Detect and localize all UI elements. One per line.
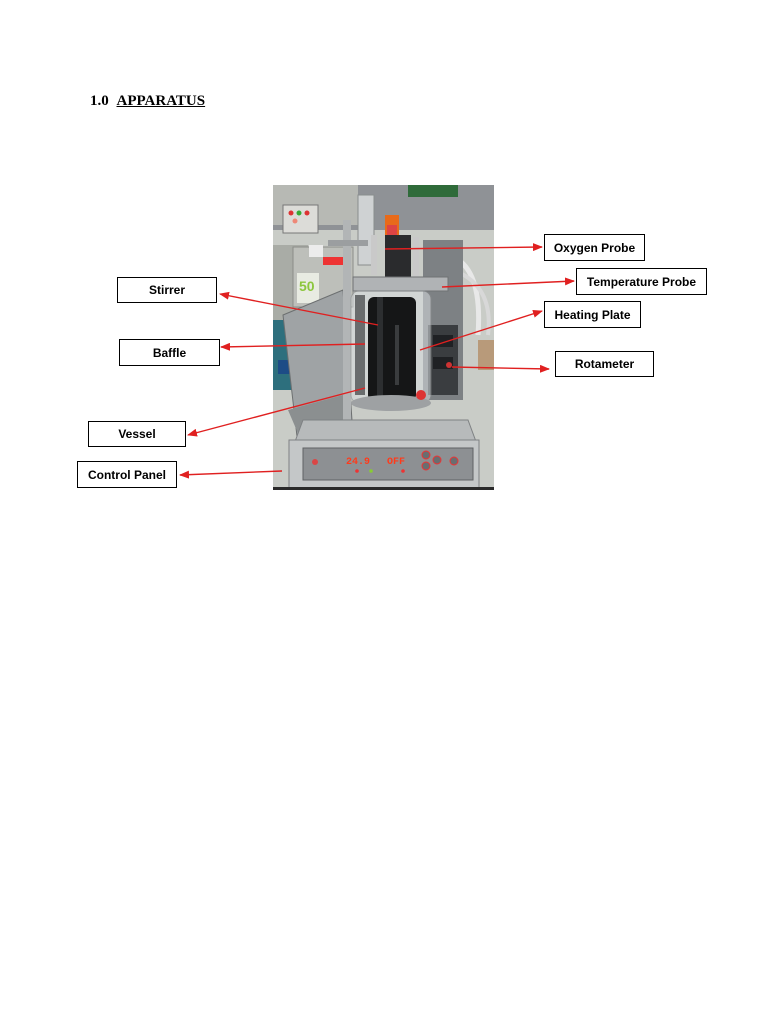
label-rotameter: Rotameter: [555, 351, 654, 377]
bioreactor-photo: 50 24.9 OFF: [273, 185, 494, 490]
label-heating-plate: Heating Plate: [544, 301, 641, 328]
svg-text:50: 50: [299, 278, 315, 294]
arrow-control-panel: [179, 470, 283, 479]
label-baffle: Baffle: [119, 339, 220, 366]
section-number: 1.0: [90, 93, 109, 109]
label-control-panel: Control Panel: [77, 461, 177, 488]
section-title: APPARATUS: [116, 93, 206, 109]
section-heading: 1.0 APPARATUS: [90, 93, 205, 110]
temperature-readout: 24.9: [346, 457, 370, 468]
label-vessel: Vessel: [88, 421, 186, 447]
label-temperature-probe: Temperature Probe: [576, 268, 707, 295]
label-stirrer: Stirrer: [117, 277, 217, 303]
status-readout: OFF: [387, 457, 405, 468]
label-oxygen-probe: Oxygen Probe: [544, 234, 645, 261]
